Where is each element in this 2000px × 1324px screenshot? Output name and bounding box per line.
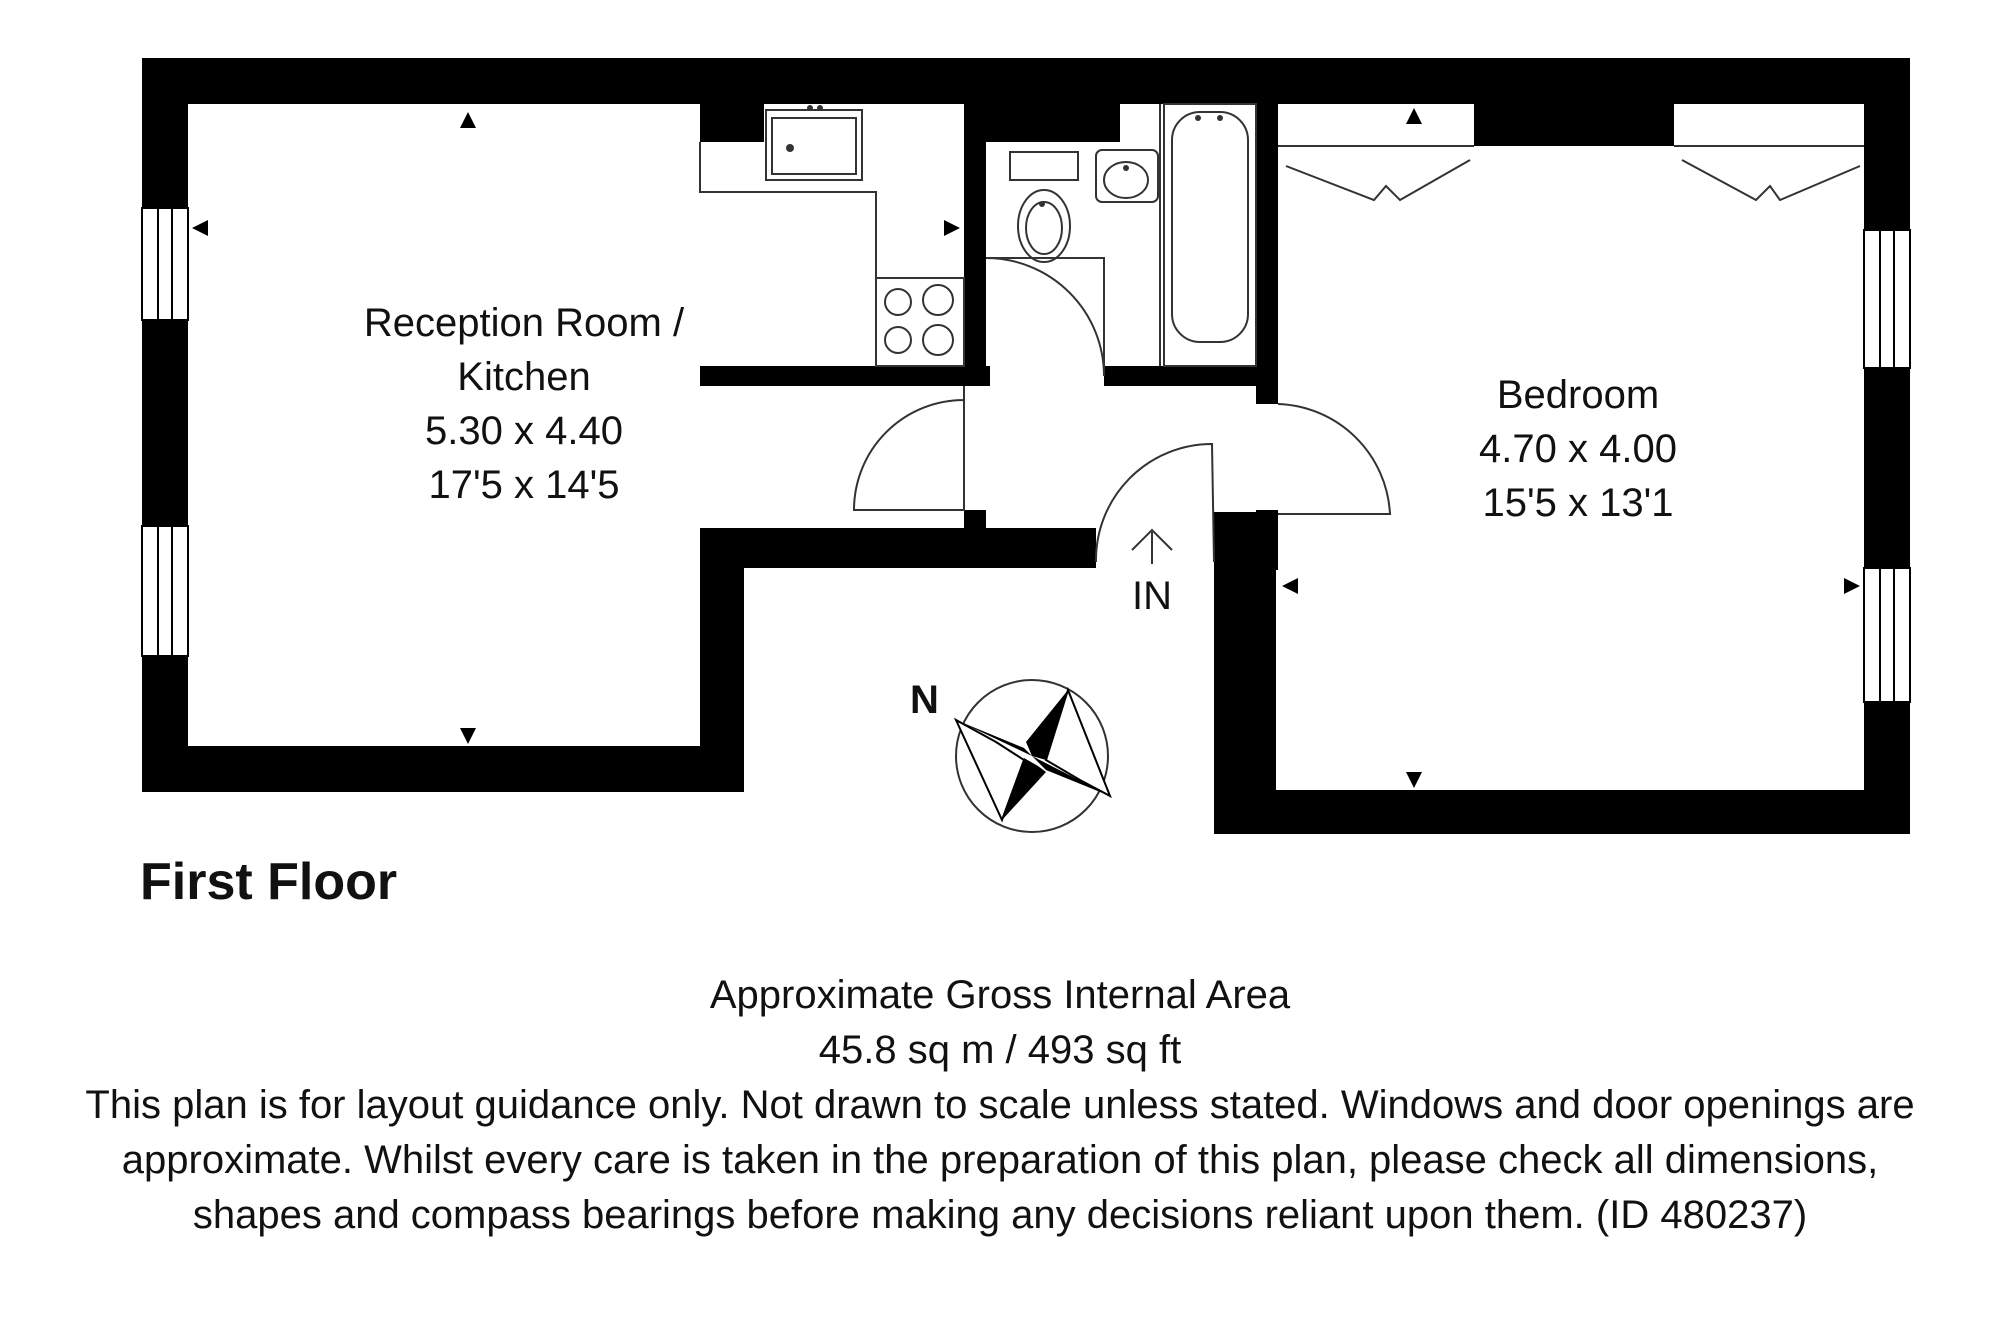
toilet-seat [1025,201,1063,255]
footer: Approximate Gross Internal Area 45.8 sq … [0,968,2000,1243]
toilet-bowl [1017,189,1071,263]
room-name-line1: Reception Room / [363,301,685,345]
toilet-cistern [1009,151,1079,181]
entry-arrow-icon [1131,528,1173,564]
disclaimer-line: This plan is for layout guidance only. N… [85,1083,1915,1127]
window-reception-upper [141,207,189,321]
room-name-line2: Kitchen [457,355,591,399]
disclaimer-line: approximate. Whilst every care is taken … [121,1138,1879,1182]
area-heading: Approximate Gross Internal Area [709,973,1291,1017]
wall-right [1864,58,1910,834]
door-bathroom-swing [985,257,1105,377]
window-reception-lower [141,525,189,657]
room-dimensions-imperial: 17'5 x 14'5 [428,463,620,507]
bathtub-inner [1171,111,1249,343]
wall-kitchen-hall [700,366,990,386]
wall-bath-bottom [1104,366,1278,386]
entry-label: IN [1132,574,1172,618]
wall-reception-bottom [142,746,744,792]
door-kitchen-swing [852,386,965,511]
hob-ring [884,326,912,354]
kitchen-sink-basin [771,117,857,175]
window-bedroom-upper [1863,229,1911,369]
room-label-reception: Reception Room / Kitchen 5.30 x 4.40 17'… [324,296,724,512]
door-entry-swing [1094,442,1215,563]
area-value: 45.8 sq m / 493 sq ft [818,1028,1182,1072]
room-dimensions-imperial: 15'5 x 13'1 [1482,481,1674,525]
kitchen-hob [875,277,965,367]
washbasin [1095,149,1159,203]
wardrobe-left-doors [1285,159,1471,202]
wall-bedroom-bottom [1214,790,1910,834]
room-label-bedroom: Bedroom 4.70 x 4.00 15'5 x 13'1 [1378,368,1778,530]
compass-north-label: N [910,678,939,722]
room-dimensions-metric: 5.30 x 4.40 [425,409,623,453]
bathtub [1163,103,1257,367]
hob-ring [884,288,912,316]
wall-bedroom-post [1256,510,1278,570]
wardrobe-right-doors [1681,159,1861,202]
disclaimer-line: shapes and compass bearings before makin… [192,1193,1808,1237]
wall-left [142,58,188,792]
room-dimensions-metric: 4.70 x 4.00 [1479,427,1677,471]
wall-hall-bottom [700,528,1096,568]
washbasin-bowl [1103,161,1149,199]
hob-ring [922,324,954,356]
kitchen-sink [765,109,863,181]
door-bedroom-swing [1277,403,1392,515]
wall-bath-left-lower [964,510,986,550]
kitchen-worktop [699,142,964,279]
window-bedroom-lower [1863,567,1911,703]
wall-door-stub [1216,528,1254,568]
floor-title: First Floor [140,853,398,911]
wall-kitchen-top-block [700,58,764,142]
wall-bath-top [964,58,1120,142]
wall-bedroom-wardrobe-mid [1474,58,1674,146]
wall-bath-right [1256,58,1278,404]
compass-rose-icon [953,679,1112,833]
room-name: Bedroom [1496,373,1660,417]
wall-step-vertical [700,528,744,792]
hob-ring [922,284,954,316]
